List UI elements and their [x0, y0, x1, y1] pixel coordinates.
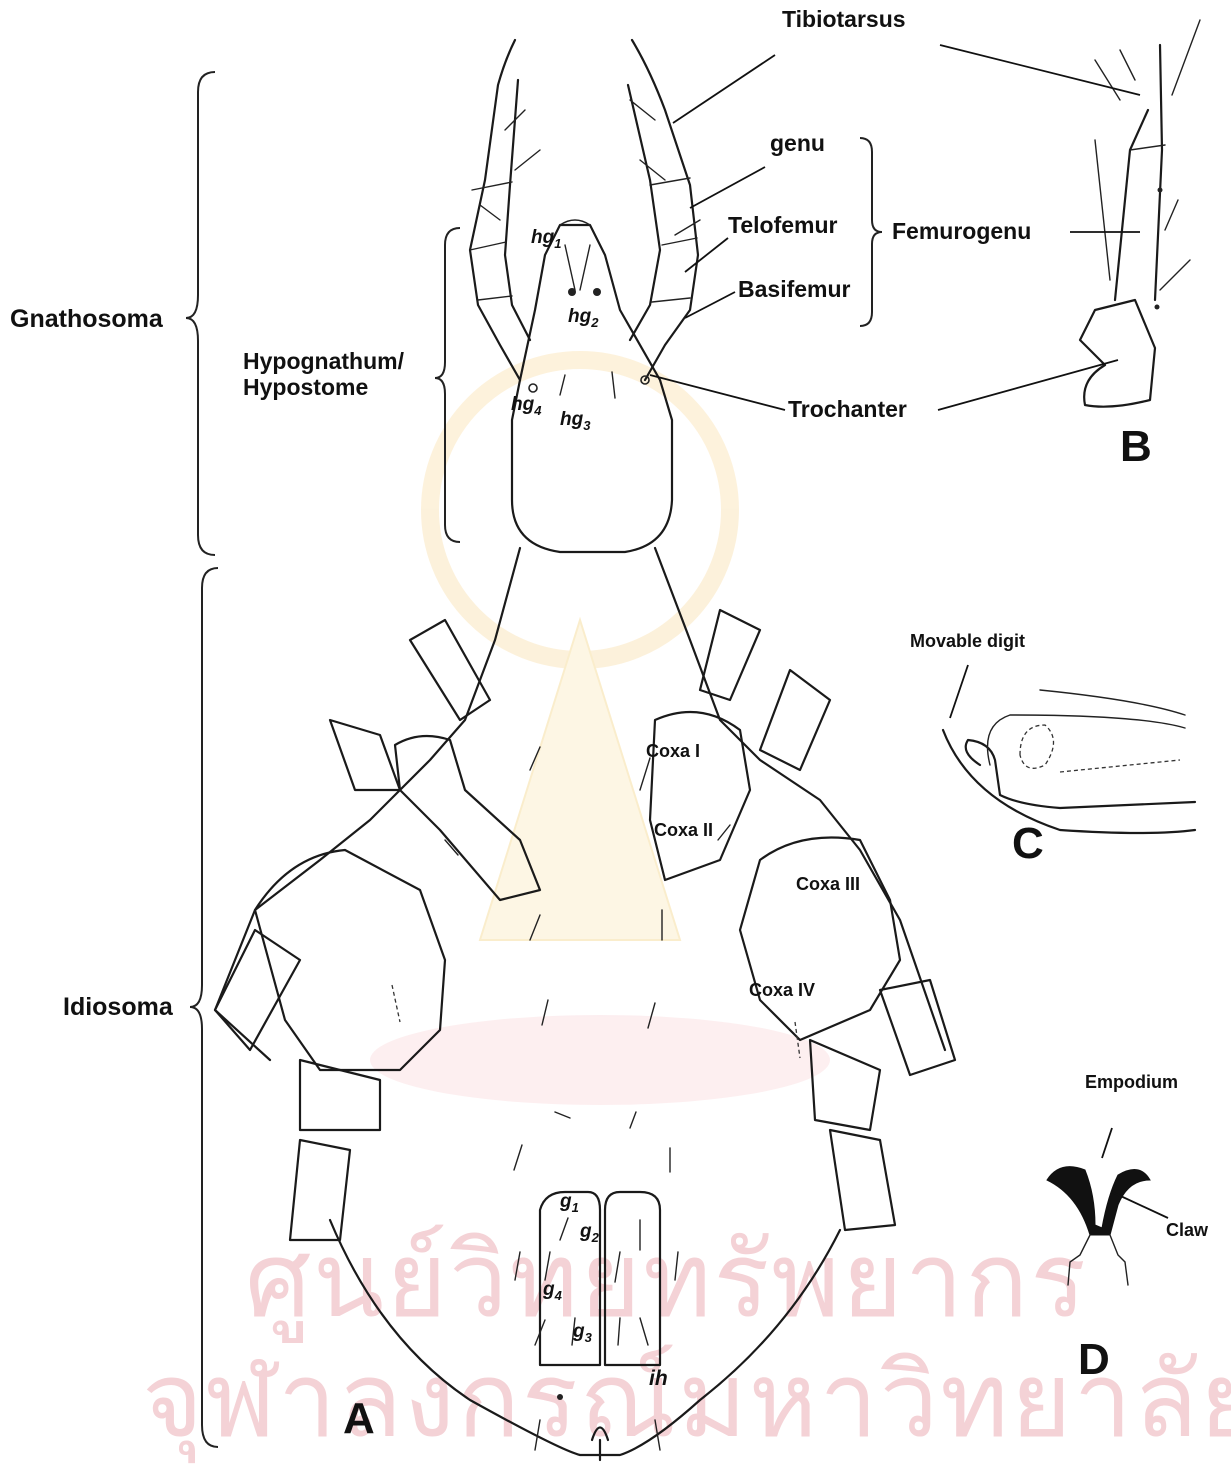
- seta-g1-label: g1: [560, 1192, 579, 1214]
- empodium-label: Empodium: [1085, 1073, 1178, 1091]
- genu-leader: [690, 167, 765, 208]
- coxa-1-label: Coxa I: [646, 742, 700, 760]
- panel-c-label: C: [1012, 822, 1044, 866]
- femurogenu-brace: [860, 138, 882, 326]
- tibiotarsus-leader-right: [940, 45, 1140, 95]
- leg-drawing: [1080, 20, 1200, 407]
- coxa-3-label: Coxa III: [796, 875, 860, 893]
- seta-g2-label: g2: [580, 1222, 599, 1244]
- trochanter-label: Trochanter: [788, 398, 907, 421]
- seta-hg3-label: hg3: [560, 410, 590, 432]
- hypostome-label: Hypostome: [243, 376, 368, 399]
- claw-leader: [1112, 1192, 1168, 1218]
- movable-digit-leader: [950, 665, 968, 718]
- hypognathum-label: Hypognathum/: [243, 350, 404, 373]
- basifemur-label: Basifemur: [738, 278, 850, 301]
- movable-digit-label: Movable digit: [910, 632, 1025, 650]
- panel-d-label: D: [1078, 1338, 1110, 1382]
- telofemur-label: Telofemur: [728, 214, 837, 237]
- chelicera-drawing: [943, 690, 1195, 833]
- idiosoma-label: Idiosoma: [63, 995, 173, 1020]
- genu-label: genu: [770, 132, 825, 155]
- seta-g4-label: g4: [543, 1280, 562, 1302]
- tarsus-tip-drawing: [1047, 1128, 1150, 1285]
- seta-ih-label: ih: [649, 1368, 668, 1389]
- coxa-2-label: Coxa II: [654, 821, 713, 839]
- tibiotarsus-label: Tibiotarsus: [782, 8, 906, 31]
- claw-label: Claw: [1166, 1221, 1208, 1239]
- telofemur-leader: [685, 238, 728, 272]
- tibiotarsus-leader-left: [673, 55, 775, 123]
- gnathosoma-label: Gnathosoma: [10, 307, 163, 332]
- idiosoma-brace: [190, 568, 218, 1447]
- gnathosoma-brace: [186, 72, 215, 555]
- coxa-4-label: Coxa IV: [749, 981, 815, 999]
- panel-b-label: B: [1120, 425, 1152, 469]
- seta-hg2-label: hg2: [568, 307, 598, 329]
- seta-hg1-label: hg1: [531, 228, 561, 250]
- seta-g3-label: g3: [573, 1322, 592, 1344]
- femurogenu-label: Femurogenu: [892, 220, 1031, 243]
- panel-a-label: A: [343, 1397, 375, 1441]
- trochanter-leader-right: [938, 360, 1118, 410]
- seta-hg4-label: hg4: [511, 395, 541, 417]
